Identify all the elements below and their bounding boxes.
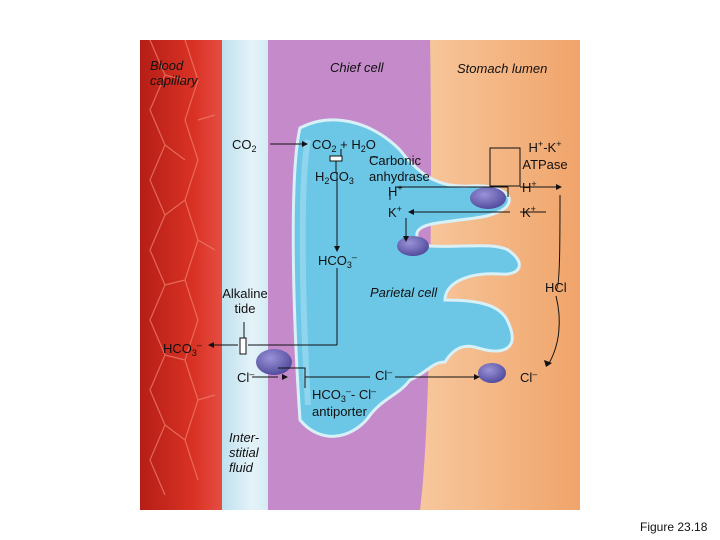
- label-cl-lumen: Cl–: [520, 369, 538, 385]
- label-anhydrase: anhydrase: [369, 169, 430, 184]
- cell-highlight: [299, 139, 311, 406]
- cl-channel: [478, 363, 506, 383]
- figure-caption: Figure 23.18: [640, 520, 708, 534]
- label-cl-cell: Cl–: [375, 367, 393, 383]
- k-channel: [397, 236, 429, 256]
- label-stomach-lumen: Stomach lumen: [457, 61, 548, 76]
- label-hco3-fluid: HCO3–: [163, 340, 202, 358]
- label-cl-left: Cl–: [237, 369, 255, 385]
- label-k-plus-cell: K+: [388, 204, 402, 220]
- label-h2co3: H2CO3: [315, 169, 354, 186]
- arrows: [208, 141, 562, 388]
- label-co2-capillary: CO2: [232, 137, 257, 154]
- label-hcl: HCl: [545, 280, 567, 295]
- hco3-cl-antiporter: [256, 349, 292, 375]
- h-k-atpase-pump: [470, 187, 506, 209]
- label-carbonic: Carbonic: [369, 153, 422, 168]
- label-parietal-cell: Parietal cell: [370, 285, 438, 300]
- label-k-plus-lumen: K+: [522, 204, 536, 220]
- label-chief-cell: Chief cell: [330, 60, 384, 75]
- capillary-cell-pattern: [149, 40, 216, 496]
- label-alkaline-tide: Alkaline tide: [222, 286, 268, 316]
- label-hco3-cell: HCO3–: [318, 252, 357, 270]
- label-h-plus-cell: H+: [388, 183, 403, 199]
- label-h-plus-lumen: H+: [522, 179, 537, 195]
- label-antiporter: HCO3–- Cl– antiporter: [312, 386, 377, 419]
- label-interstitial-fluid: Inter- stitial fluid: [229, 430, 260, 475]
- label-co2-h2o: CO2 + H2O: [312, 137, 376, 154]
- label-h-k-atpase: H+-K+ ATPase: [522, 139, 568, 172]
- label-blood-capillary: Blood capillary: [150, 58, 198, 88]
